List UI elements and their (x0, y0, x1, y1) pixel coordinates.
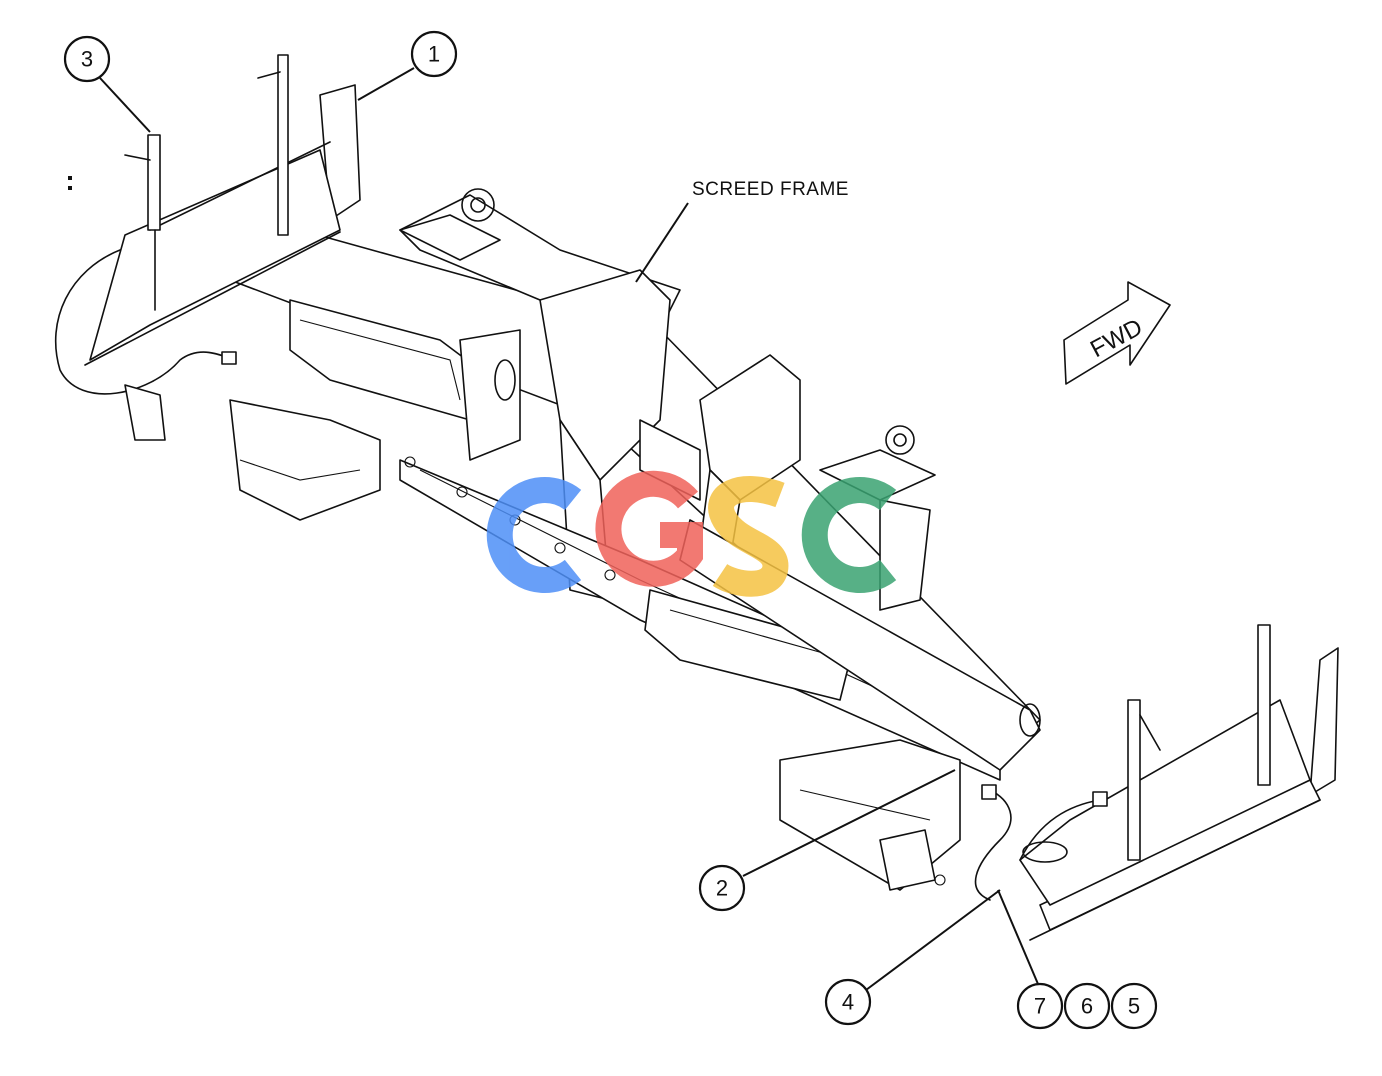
screed-frame-leader (635, 202, 689, 283)
right-end-plate-assembly (974, 624, 1339, 941)
callout-4: 4 (824, 978, 872, 1026)
watermark-letter-c1 (486, 477, 582, 593)
callout-7: 7 (1016, 982, 1064, 1030)
forward-direction-arrow: FWD (1063, 281, 1171, 385)
callout-6: 6 (1063, 982, 1111, 1030)
callout-3: 3 (63, 35, 111, 83)
watermark-letter-g (595, 470, 703, 587)
watermark-logo (486, 470, 897, 597)
svg-text:2: 2 (716, 876, 728, 901)
svg-text:3: 3 (81, 47, 93, 72)
svg-text:1: 1 (428, 42, 440, 67)
callout-4-leader (865, 889, 1001, 991)
svg-text:7: 7 (1034, 994, 1046, 1019)
callout-2-leader (742, 769, 956, 877)
watermark-letter-s (708, 476, 789, 597)
svg-text:5: 5 (1128, 994, 1140, 1019)
callout-1: 1 (410, 30, 458, 78)
callout-2: 2 (698, 864, 746, 912)
callout-5: 5 (1110, 982, 1158, 1030)
screed-frame-body (229, 188, 1041, 891)
screed-frame-label: SCREED FRAME (692, 179, 849, 200)
callout-7-leader (997, 889, 1039, 985)
corner-marks (68, 176, 72, 190)
callout-1-leader (357, 67, 415, 101)
left-end-plate-assembly (55, 54, 361, 441)
svg-text:6: 6 (1081, 994, 1093, 1019)
watermark-letter-c2 (801, 477, 897, 593)
callout-3-leader (99, 77, 151, 133)
svg-text:4: 4 (842, 990, 854, 1015)
